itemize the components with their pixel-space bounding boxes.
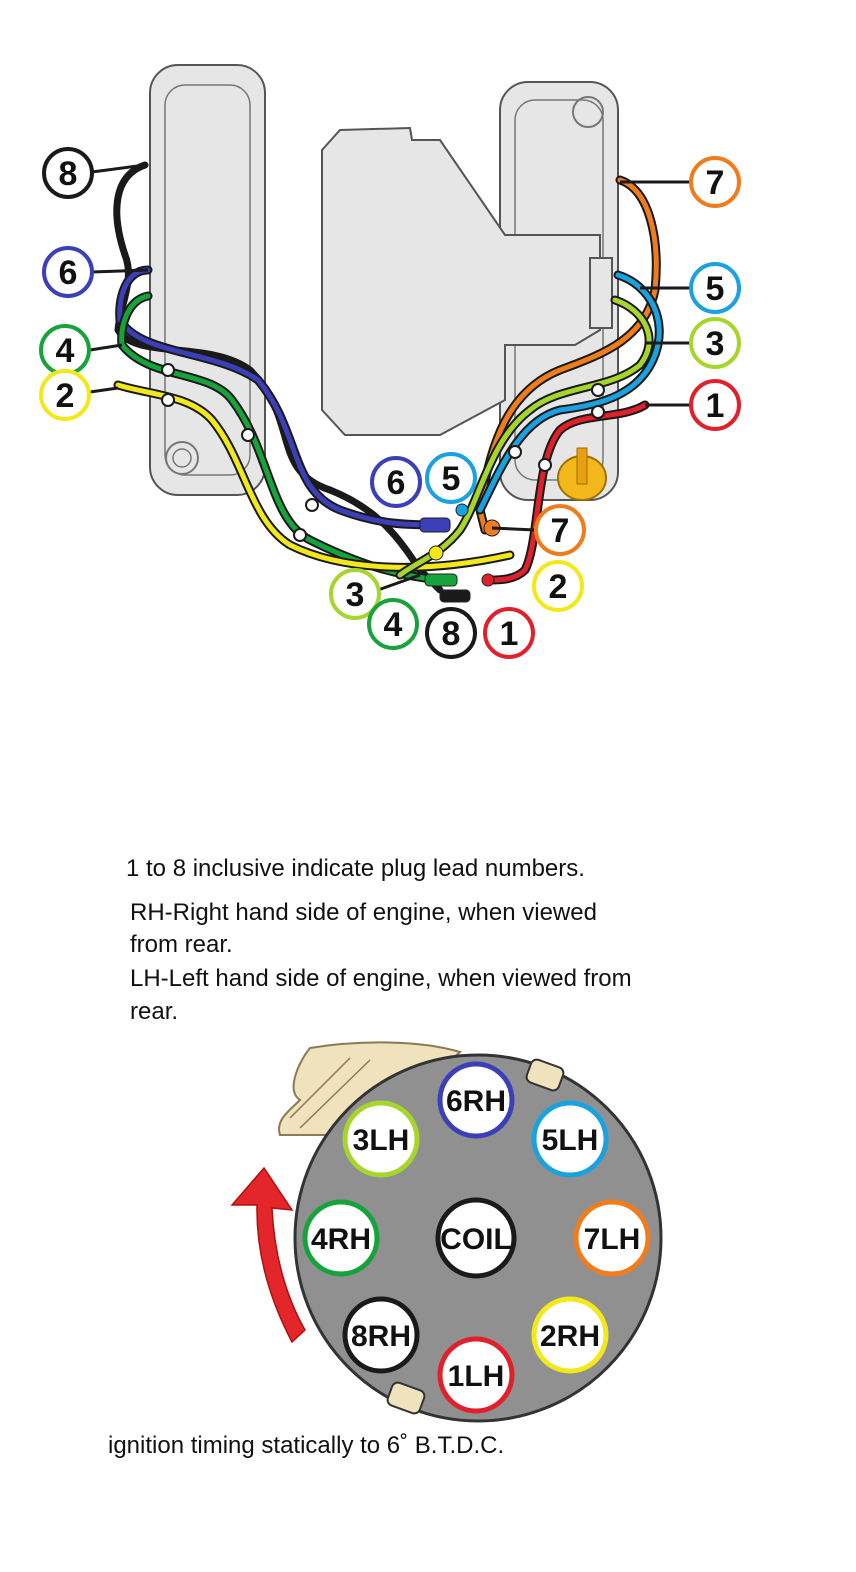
label-2-center — [532, 560, 584, 612]
label-1-center-text: 1 — [500, 615, 519, 653]
label-5-center — [425, 452, 477, 504]
terminal-5lh-label: 5LH — [542, 1124, 599, 1157]
label-3-center — [329, 568, 381, 620]
label-7-center — [534, 504, 586, 556]
label-4-center-text: 4 — [384, 606, 403, 644]
label-8-center-text: 8 — [442, 615, 461, 653]
lead-labels: 8 6 4 2 7 5 3 1 6 5 7 2 3 — [39, 147, 741, 659]
terminal-8rh-label: 8RH — [351, 1320, 411, 1353]
note-lh-line2: rear. — [130, 998, 179, 1025]
label-6-left — [42, 246, 94, 298]
label-1-center — [483, 607, 535, 659]
label-8-left-text: 8 — [59, 155, 78, 193]
inlet-manifold — [321, 126, 601, 436]
note-plug-lead-numbers: 1 to 8 inclusive indicate plug lead numb… — [126, 855, 585, 882]
engine-outline — [149, 64, 619, 501]
lead-3 — [395, 295, 654, 580]
label-4-left-text: 4 — [56, 332, 75, 370]
lead-8 — [113, 161, 444, 594]
label-5-right — [689, 262, 741, 314]
label-3-right-text: 3 — [706, 325, 725, 363]
terminal-2rh — [531, 1296, 609, 1374]
label-1-right — [689, 379, 741, 431]
lead-clips — [161, 363, 605, 542]
note-rh-line1: RH-Right hand side of engine, when viewe… — [130, 899, 597, 926]
cap-clip-top — [525, 1058, 565, 1092]
plug-leads — [113, 161, 664, 603]
terminal-4rh-label: 4RH — [311, 1223, 371, 1256]
note-rh-line2: from rear. — [130, 931, 233, 958]
label-8-center — [425, 607, 477, 659]
label-6-center-text: 6 — [387, 464, 406, 502]
ignition-timing-note: ignition timing statically to 6˚ B.T.D.C… — [108, 1432, 505, 1459]
distributor-cap: 6RH 5LH 7LH 2RH 1LH 8RH 4RH 3LH COIL — [230, 1041, 663, 1423]
label-5-right-text: 5 — [706, 270, 725, 308]
counter-clockwise-arrow-icon — [230, 1166, 306, 1344]
terminal-8rh — [342, 1296, 420, 1374]
note-lh-line1: LH-Left hand side of engine, when viewed… — [130, 965, 632, 992]
terminal-5lh — [531, 1100, 609, 1178]
terminal-2rh-label: 2RH — [540, 1320, 600, 1353]
lead-4 — [117, 291, 445, 585]
label-8-left — [42, 147, 94, 199]
terminal-6rh-label: 6RH — [446, 1085, 506, 1118]
terminal-1lh-label: 1LH — [448, 1360, 505, 1393]
left-cylinder-bank — [149, 64, 266, 496]
terminal-7lh — [573, 1199, 651, 1277]
terminal-coil — [435, 1197, 517, 1279]
terminal-1lh — [437, 1336, 515, 1414]
coil-label: COIL — [440, 1223, 512, 1256]
label-7-right-text: 7 — [706, 164, 725, 202]
label-4-center — [367, 598, 419, 650]
terminal-6rh — [437, 1061, 515, 1139]
label-1-right-text: 1 — [706, 387, 725, 425]
distributor-plugs — [419, 503, 501, 603]
label-5-center-text: 5 — [442, 460, 461, 498]
label-7-right — [689, 156, 741, 208]
label-3-center-text: 3 — [346, 576, 365, 614]
label-6-center — [370, 456, 422, 508]
terminal-7lh-label: 7LH — [584, 1223, 641, 1256]
terminal-4rh — [302, 1199, 380, 1277]
lead-6 — [115, 265, 445, 530]
label-2-center-text: 2 — [549, 568, 568, 606]
label-7-center-text: 7 — [551, 512, 570, 550]
lead-7 — [475, 175, 661, 535]
label-6-left-text: 6 — [59, 254, 78, 292]
label-3-right — [689, 317, 741, 369]
label-2-left-text: 2 — [56, 377, 75, 415]
cap-clip-bottom — [386, 1381, 426, 1415]
terminal-3lh — [342, 1100, 420, 1178]
label-2-left — [39, 369, 91, 421]
terminal-3lh-label: 3LH — [353, 1124, 410, 1157]
